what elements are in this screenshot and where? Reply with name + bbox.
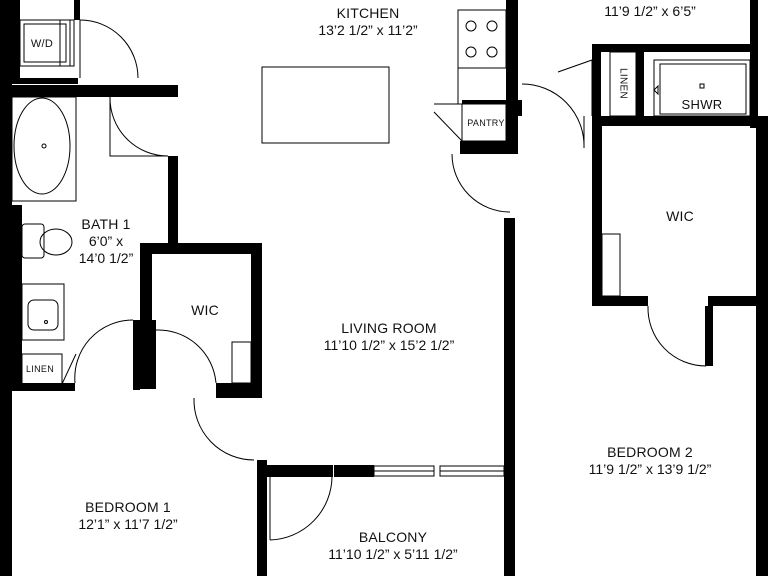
bedroom2-label: BEDROOM 2 11’9 1/2” x 13’9 1/2” (570, 444, 730, 478)
bedroom1-dims: 12’1” x 11’7 1/2” (78, 516, 178, 532)
balcony-label: BALCONY 11’10 1/2” x 5’11 1/2” (310, 529, 476, 563)
bedroom2-dims: 11’9 1/2” x 13’9 1/2” (588, 461, 712, 477)
linen-bath1-label: LINEN (25, 364, 54, 374)
linen-top-label: LINEN (617, 68, 629, 99)
bedroom1-name: BEDROOM 1 (85, 499, 171, 515)
shower-label: SHWR (681, 97, 723, 112)
living-room-name: LIVING ROOM (341, 320, 437, 336)
kitchen-dims: 13’2 1/2” x 11’2” (318, 22, 418, 38)
bath2-label: 11’9 1/2” x 6’5” (585, 3, 715, 20)
bath1-dims-2: 14’0 1/2” (78, 250, 134, 266)
living-room-dims: 11’10 1/2” x 15’2 1/2” (323, 337, 455, 353)
wd-label: W/D (30, 38, 54, 50)
bath2-dims: 11’9 1/2” x 6’5” (604, 3, 696, 19)
balcony-name: BALCONY (358, 529, 428, 545)
doors (61, 19, 707, 541)
kitchen-label: KITCHEN 13’2 1/2” x 11’2” (300, 5, 436, 39)
bath1-label: BATH 1 6’0” x 14’0 1/2” (66, 216, 146, 267)
windows (373, 465, 505, 477)
bath1-dims-1: 6’0” x (88, 233, 124, 249)
bedroom1-label: BEDROOM 1 12’1” x 11’7 1/2” (56, 499, 200, 533)
bedroom2-name: BEDROOM 2 (607, 444, 693, 460)
living-room-label: LIVING ROOM 11’10 1/2” x 15’2 1/2” (300, 320, 478, 354)
wic-left-label: WIC (191, 302, 219, 318)
bath1-name: BATH 1 (81, 216, 131, 232)
kitchen-name: KITCHEN (336, 5, 400, 21)
balcony-dims: 11’10 1/2” x 5’11 1/2” (328, 546, 458, 562)
pantry-label: PANTRY (467, 118, 505, 128)
fixtures (11, 9, 751, 385)
wic-right-label: WIC (666, 208, 694, 224)
